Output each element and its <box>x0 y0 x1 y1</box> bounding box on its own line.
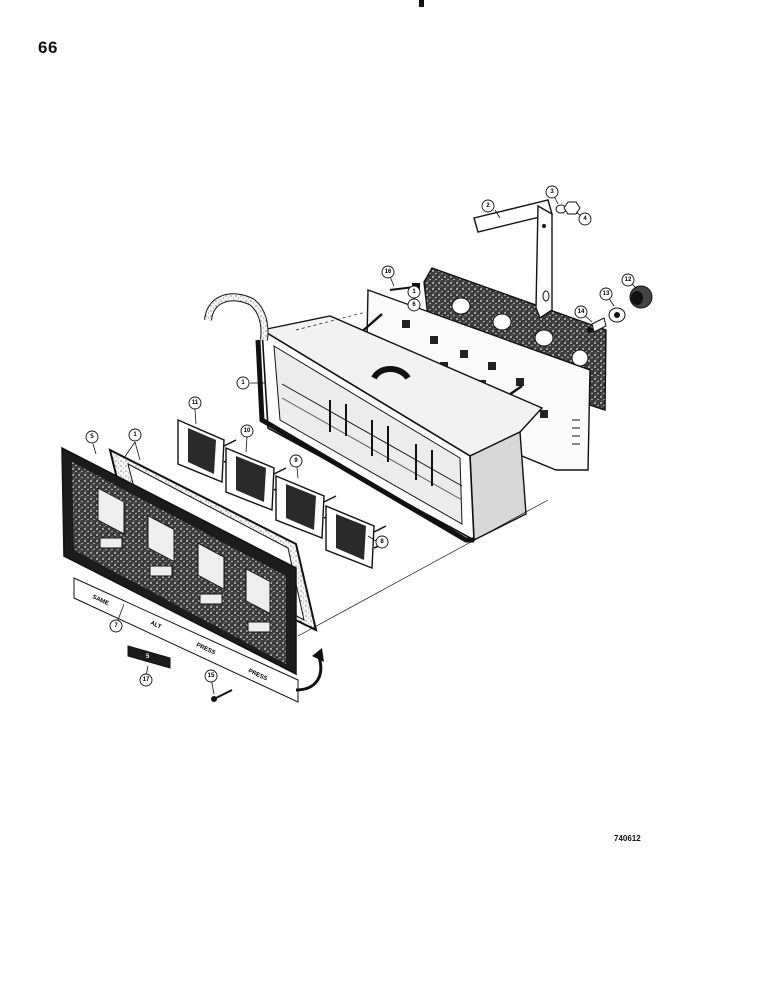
front-bezel <box>61 446 297 676</box>
decal-plate: SAME ALT PRESS PRESS <box>73 577 299 703</box>
callout-number: 14 <box>578 309 585 315</box>
callout-number: 3 <box>550 189 554 195</box>
gauge-8 <box>325 504 389 570</box>
mounting-bracket <box>473 199 553 320</box>
callout-number: 7 <box>114 623 118 629</box>
page-number: 66 <box>38 38 58 57</box>
callout-14: 14 <box>574 305 588 319</box>
callout-number: 1 <box>133 432 137 438</box>
gauge-11 <box>177 418 239 484</box>
callout-number: 1 <box>241 380 245 386</box>
callout-9: 9 <box>289 454 303 468</box>
callout-number: 11 <box>192 400 199 406</box>
callout-1-gasket: 1 <box>128 428 142 442</box>
callout-10: 10 <box>240 424 254 438</box>
gauge-10 <box>225 446 289 512</box>
callout-16: 16 <box>381 265 395 279</box>
callout-1-housing: 1 <box>236 376 250 390</box>
callout-12: 12 <box>621 273 635 287</box>
callout-number: 1 <box>412 289 416 295</box>
callout-number: 9 <box>294 458 298 464</box>
front-gasket-curled <box>204 293 474 543</box>
callout-number: 4 <box>583 216 587 222</box>
drawing-code: 740612 <box>614 834 641 843</box>
callout-7: 7 <box>109 619 123 633</box>
callout-11: 11 <box>188 396 202 410</box>
alignment-line <box>295 311 367 331</box>
callout-2: 2 <box>481 199 495 213</box>
callout-1-rear: 1 <box>407 285 421 299</box>
callout-number: 12 <box>625 277 632 283</box>
callout-number: 13 <box>603 291 610 297</box>
callout-6: 6 <box>407 298 421 312</box>
callout-number: 10 <box>244 428 251 434</box>
callout-number: 8 <box>380 539 384 545</box>
assembly-arrowhead <box>312 648 324 662</box>
callout-number: 15 <box>208 673 215 679</box>
callout-number: 2 <box>486 203 490 209</box>
callout-17: 17 <box>139 673 153 687</box>
callout-3: 3 <box>545 185 559 199</box>
callout-15: 15 <box>204 669 218 683</box>
alignment-line <box>297 499 549 637</box>
callout-number: 17 <box>143 677 150 683</box>
callout-number: 16 <box>385 269 392 275</box>
callout-5: 5 <box>85 430 99 444</box>
callout-13: 13 <box>599 287 613 301</box>
callout-8: 8 <box>375 535 389 549</box>
top-registration-mark <box>419 0 424 7</box>
label-plate-text: 5 <box>146 654 150 660</box>
gauge-housing <box>260 315 544 542</box>
assembly-arrow <box>295 653 323 692</box>
callout-number: 6 <box>412 302 416 308</box>
decal-label-alt: ALT <box>149 620 162 630</box>
gauge-9 <box>275 474 339 540</box>
label-plate: 5 <box>127 645 171 669</box>
screw <box>211 689 233 702</box>
callout-number: 5 <box>90 434 94 440</box>
callout-4: 4 <box>578 212 592 226</box>
